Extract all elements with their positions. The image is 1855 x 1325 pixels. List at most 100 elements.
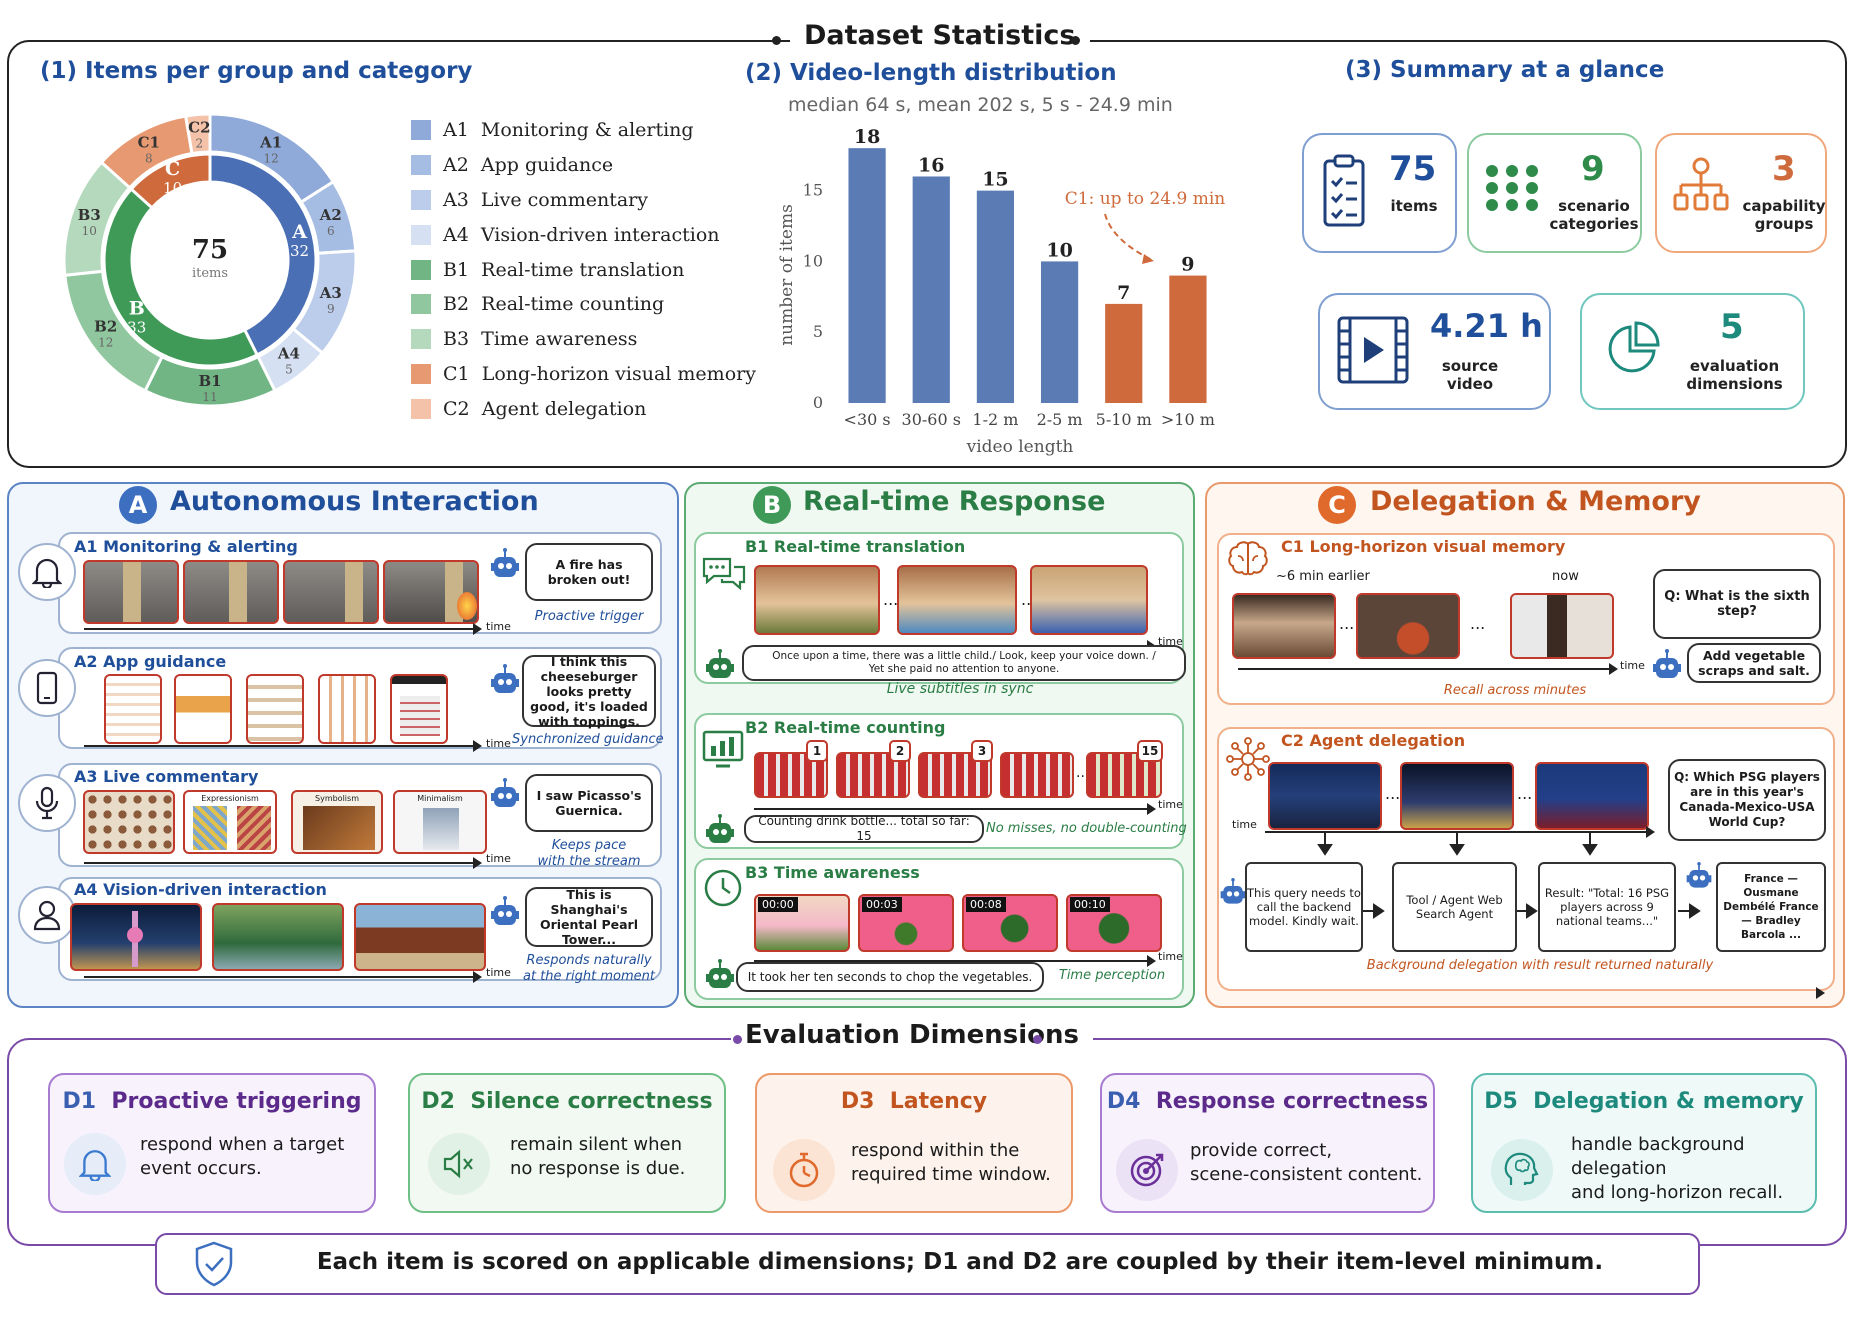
legend-c2: C2 Agent delegation bbox=[411, 397, 646, 421]
d2-code: D2 bbox=[421, 1089, 455, 1114]
robot-icon bbox=[491, 778, 519, 807]
x-tick-label: 1-2 m bbox=[972, 410, 1018, 429]
donut-label-b2: B2 bbox=[94, 317, 117, 335]
a1-frame-1 bbox=[83, 560, 179, 624]
d5-heading: D5 Delegation & memory bbox=[1473, 1089, 1815, 1114]
bar-value-label: 9 bbox=[1181, 254, 1194, 276]
x-tick-label: 2-5 m bbox=[1037, 410, 1083, 429]
b1-time-label: time bbox=[1158, 635, 1183, 648]
d2-desc-1: remain silent when bbox=[510, 1134, 683, 1155]
eval-d1-card: D1 Proactive triggering respond when a t… bbox=[48, 1073, 376, 1213]
a3-minimalism-label: Minimalism bbox=[417, 794, 463, 803]
d4-heading: D4 Response correctness bbox=[1102, 1089, 1433, 1114]
eval-d2-card: D2 Silence correctness remain silent whe… bbox=[408, 1073, 726, 1213]
d3-name: Latency bbox=[889, 1089, 988, 1114]
grid-dots-icon bbox=[1486, 165, 1538, 211]
a4-time-label: time bbox=[486, 966, 511, 979]
donut-value-a2: 6 bbox=[327, 224, 335, 238]
c2-ellipsis-1: ... bbox=[1385, 784, 1401, 803]
chat-bubbles-icon bbox=[702, 557, 746, 591]
video-length-subtitle: median 64 s, mean 202 s, 5 s - 24.9 min bbox=[788, 94, 1173, 116]
scenario-label-1: scenario bbox=[1558, 197, 1630, 215]
donut-center-label: items bbox=[192, 266, 228, 281]
donut-slice-c2 bbox=[183, 112, 212, 156]
y-tick-label: 5 bbox=[813, 322, 823, 341]
eval-d5-card: D5 Delegation & memory handle background… bbox=[1471, 1073, 1817, 1213]
icon-circle-a3 bbox=[18, 774, 76, 832]
b1-caption: Live subtitles in sync bbox=[886, 681, 1034, 697]
c1-earlier-label: ~6 min earlier bbox=[1276, 569, 1370, 584]
stopwatch-icon bbox=[789, 1152, 819, 1188]
b3-timestamp-3: 00:08 bbox=[966, 897, 1006, 912]
b1-frame-3 bbox=[1030, 565, 1148, 635]
robot-icon bbox=[1220, 878, 1246, 904]
a2-screen-5 bbox=[390, 674, 448, 744]
d5-icon-circle bbox=[1491, 1139, 1553, 1201]
robot-icon bbox=[706, 649, 734, 678]
a1-title: A1 Monitoring & alerting bbox=[74, 537, 298, 556]
d1-code: D1 bbox=[62, 1089, 97, 1114]
bar-1 bbox=[912, 176, 950, 403]
c2-flow-answer: France —Ousmane Dembélé France — Bradley… bbox=[1716, 862, 1826, 952]
c2-flow-agent: Tool / Agent Web Search Agent bbox=[1392, 862, 1517, 952]
d4-desc-2: scene-consistent content. bbox=[1190, 1164, 1423, 1185]
group-b-badge: B bbox=[753, 486, 791, 524]
d3-heading: D3 Latency bbox=[757, 1089, 1071, 1114]
a3-symbolism-label: Symbolism bbox=[315, 794, 359, 803]
a3-time-label: time bbox=[486, 852, 511, 865]
a4-caption-2: at the right moment bbox=[523, 969, 655, 984]
donut-label-a3: A3 bbox=[319, 284, 342, 302]
a1-frame-3 bbox=[283, 560, 379, 624]
a2-response-bubble: I think this cheeseburger looks pretty g… bbox=[522, 654, 656, 729]
d2-icon-circle bbox=[428, 1133, 490, 1195]
hierarchy-icon bbox=[1673, 157, 1729, 211]
donut-value-b: 33 bbox=[127, 319, 146, 337]
video-label-2: video bbox=[1446, 375, 1494, 393]
d3-desc-2: required time window. bbox=[851, 1164, 1051, 1185]
c1-title: C1 Long-horizon visual memory bbox=[1281, 537, 1566, 556]
b1-ellipsis-1: ... bbox=[883, 590, 899, 609]
legend-a1: A1 Monitoring & alerting bbox=[411, 118, 694, 142]
b1-frame-1 bbox=[754, 565, 880, 635]
x-tick-label: >10 m bbox=[1161, 410, 1215, 429]
c2-frame-2 bbox=[1400, 762, 1514, 830]
a2-screen-1 bbox=[104, 674, 162, 744]
a4-response-bubble: This is Shanghai's Oriental Pearl Tower.… bbox=[525, 887, 653, 947]
donut-chart: A112A26A39A45B111B212B310C18C22A32B33C10… bbox=[62, 112, 358, 408]
robot-icon bbox=[1653, 649, 1681, 678]
network-icon bbox=[1226, 737, 1270, 781]
eval-dot-left bbox=[733, 1035, 742, 1044]
b2-count-4: 15 bbox=[1137, 740, 1163, 762]
a4-title: A4 Vision-driven interaction bbox=[74, 880, 327, 899]
a3-expressionism-label: Expressionism bbox=[201, 794, 259, 803]
summary-items-card: 75 items bbox=[1302, 133, 1457, 253]
d3-code: D3 bbox=[840, 1089, 875, 1114]
legend-a2: A2 App guidance bbox=[411, 153, 613, 177]
d5-code: D5 bbox=[1484, 1089, 1518, 1114]
b1-subtitle-bubble: Once upon a time, there was a little chi… bbox=[742, 645, 1186, 681]
legend-b1: B1 Real-time translation bbox=[411, 258, 684, 282]
robot-icon bbox=[1686, 862, 1712, 888]
x-tick-label: 30-60 s bbox=[902, 410, 961, 429]
c2-flow-wait: This query needs to call the backend mod… bbox=[1245, 862, 1363, 952]
c1-time-label: time bbox=[1620, 659, 1645, 672]
legend-b2: B2 Real-time counting bbox=[411, 292, 664, 316]
a2-screen-3 bbox=[246, 674, 304, 744]
a1-time-label: time bbox=[486, 620, 511, 633]
evaluation-value: 5 bbox=[1720, 307, 1744, 347]
d3-icon-circle bbox=[773, 1139, 835, 1201]
d1-name: Proactive triggering bbox=[111, 1089, 362, 1114]
donut-value-c2: 2 bbox=[196, 136, 204, 150]
c2-flow-result: Result: "Total: 16 PSG players across 9 … bbox=[1538, 862, 1676, 952]
donut-value-a1: 12 bbox=[264, 152, 279, 166]
robot-icon bbox=[491, 664, 519, 693]
b2-frame-4 bbox=[1000, 752, 1074, 798]
bar-2 bbox=[976, 190, 1015, 403]
robot-icon bbox=[491, 896, 519, 925]
b2-timeline bbox=[754, 803, 1156, 815]
c2-frame-3 bbox=[1535, 762, 1649, 830]
target-icon bbox=[1130, 1153, 1164, 1187]
group-b-title: Real-time Response bbox=[803, 486, 1106, 517]
a2-screen-4 bbox=[318, 674, 376, 744]
c2-title: C2 Agent delegation bbox=[1281, 731, 1466, 750]
